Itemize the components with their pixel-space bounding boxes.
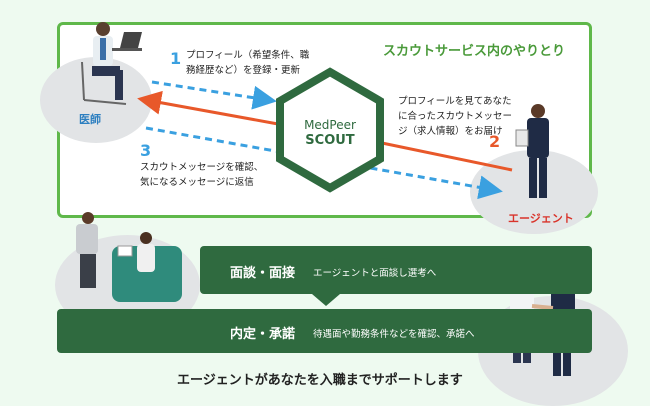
arrow-scout-to-doctor (137, 90, 279, 126)
flow-bar-interview-label: 面談・面接 (230, 266, 296, 281)
step-1-number: 1 (170, 49, 182, 68)
arrow-step-2 (381, 141, 513, 172)
doctor-label: 医師 (79, 113, 101, 126)
interview-figures-icon (76, 212, 182, 302)
step-2-number: 2 (489, 132, 501, 151)
panel-title: スカウトサービス内のやりとり (383, 44, 566, 59)
footer-tagline: エージェントがあなたを入職までサポートします (177, 373, 463, 388)
doctor-figure-icon (81, 22, 142, 105)
arrow-step-3 (145, 126, 503, 200)
agent-label: エージェント (508, 212, 574, 225)
flow-connector (312, 294, 340, 306)
flow-bar-offer-desc: 待遇面や勤務条件などを確認、承諾へ (313, 329, 475, 340)
flow-bar-offer-label: 内定・承諾 (230, 327, 296, 342)
step-1-text: プロフィール（希望条件、職務経歴など）を登録・更新 (186, 50, 310, 76)
flow-bar-offer (57, 309, 592, 353)
step-3-text: スカウトメッセージを確認、気になるメッセージに返信 (140, 162, 264, 188)
step-3-number: 3 (140, 141, 152, 160)
flow-bar-interview-desc: エージェントと面談し選考へ (313, 268, 437, 279)
flow-bar-interview (200, 246, 592, 294)
scout-hexagon (276, 67, 384, 193)
agent-figure-icon (515, 104, 549, 198)
logo-scout: SCOUT (305, 133, 355, 148)
arrow-step-1 (151, 80, 277, 110)
logo-medpeer: MedPeer (304, 118, 356, 132)
step-2-text: プロフィールを見てあなたに合ったスカウトメッセージ（求人情報）をお届け (398, 96, 513, 137)
